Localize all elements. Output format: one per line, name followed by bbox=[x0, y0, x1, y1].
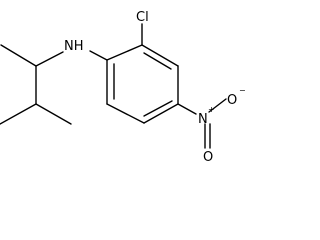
ring-bond bbox=[106, 44, 143, 61]
ring-bond bbox=[106, 103, 145, 124]
ring-bond bbox=[143, 103, 179, 124]
nitro-o-top-label: O bbox=[227, 93, 237, 108]
amine-nh-label: NH bbox=[64, 39, 84, 54]
c-nh-bond bbox=[89, 50, 108, 61]
atom-labels: NH Cl N + O − O bbox=[64, 10, 246, 165]
ring-bond bbox=[141, 44, 179, 67]
ring-bond-inner bbox=[143, 52, 172, 70]
c-nitro-bond bbox=[177, 103, 197, 115]
ch-methyl-bond bbox=[0, 103, 37, 125]
nitro-o-charge: − bbox=[239, 86, 246, 95]
ch-methyl-bond bbox=[0, 44, 37, 67]
chlorine-label: Cl bbox=[136, 10, 149, 25]
n-o-bond bbox=[208, 98, 227, 113]
nitro-o-bottom-label: O bbox=[203, 150, 213, 165]
nitro-n-label: N bbox=[198, 112, 208, 127]
ch-methyl-bond bbox=[35, 103, 72, 125]
bonds bbox=[0, 23, 227, 149]
nh-ch-bond bbox=[35, 51, 64, 67]
nitro-n-charge: + bbox=[208, 105, 215, 114]
ring-bond-inner bbox=[143, 100, 173, 117]
molecule-structure: NH Cl N + O − O bbox=[0, 10, 246, 165]
